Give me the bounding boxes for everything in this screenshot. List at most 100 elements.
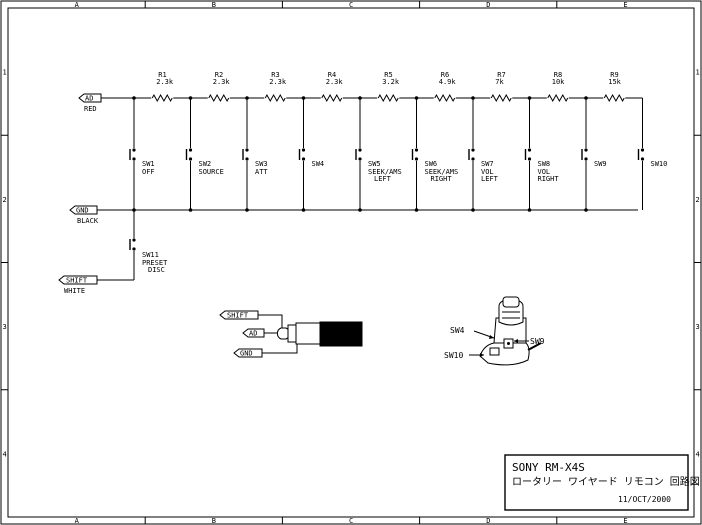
switch-desc: LEFT	[374, 175, 392, 183]
switch-ref: SW1	[142, 160, 155, 168]
sw11-desc-2: DISC	[148, 266, 165, 274]
resistor-ref: R5	[384, 71, 392, 79]
switch-contact-bottom	[188, 157, 193, 161]
switch-ref: SW5	[368, 160, 381, 168]
switch-ref: SW6	[425, 160, 438, 168]
title-date: 11/OCT/2000	[618, 495, 671, 504]
switch-desc: ATT	[255, 168, 268, 176]
resistor-ref: R6	[441, 71, 449, 79]
switch-contact-bottom	[471, 157, 475, 161]
ad-port: AD RED	[78, 93, 134, 113]
switch-contact-bottom	[245, 157, 249, 161]
plug-body	[319, 321, 363, 347]
resistor-r2	[208, 93, 230, 103]
plug-gnd-wire	[262, 342, 298, 354]
resistor-value: 2.3k	[326, 78, 344, 86]
switch-contact-bottom	[640, 157, 645, 161]
resistor-r3	[264, 93, 286, 103]
switch-contact-top	[640, 148, 645, 152]
zone-row-label-left: 4	[3, 450, 7, 458]
remote-sw10-label: SW10	[444, 351, 463, 360]
resistor-value: 2.3k	[156, 78, 174, 86]
stereo-plug: SHIFT AD GND	[219, 310, 363, 358]
sw11-contact-bottom	[132, 247, 136, 251]
switch-desc: LEFT	[481, 175, 499, 183]
zone-row-label-left: 2	[3, 196, 7, 204]
switch-contact-top	[245, 148, 249, 152]
sw11-contact-top	[132, 238, 136, 242]
switch-desc: SEEK/AMS	[425, 168, 459, 176]
switch-contact-top	[584, 148, 588, 152]
zone-col-label-bottom: D	[486, 517, 490, 525]
shift-wire-color: WHITE	[64, 287, 85, 295]
sw11-desc-1: PRESET	[142, 259, 168, 267]
zone-row-label-left: 3	[3, 323, 7, 331]
remote-lever	[527, 342, 542, 351]
switch-contact-top	[132, 148, 136, 152]
switch-contact-top	[358, 148, 362, 152]
switch-sw10: SW10	[637, 98, 667, 210]
remote-sw9-arrowhead	[514, 339, 518, 343]
switch-sw9: SW9	[581, 96, 607, 212]
resistor-r7	[490, 93, 512, 103]
resistor-value: 2.3k	[269, 78, 287, 86]
resistor-ladder: R12.3kR22.3kR32.3kR42.3kR53.2kR64.9kR77k…	[129, 71, 667, 212]
switch-desc: RIGHT	[431, 175, 453, 183]
switch-ref: SW9	[594, 160, 607, 168]
resistor-ref: R7	[497, 71, 505, 79]
switch-ref: SW3	[255, 160, 268, 168]
plug-ad-label: AD	[249, 330, 257, 338]
remote-sw10-arrowhead	[480, 353, 484, 357]
remote-sw10-button	[489, 347, 500, 356]
remote-collar	[498, 307, 524, 326]
switch-contact-bottom	[414, 157, 419, 161]
plug-gnd-label: GND	[240, 350, 253, 358]
zone-col-label-bottom: B	[212, 517, 216, 525]
switch-contact-bottom	[301, 157, 306, 161]
resistor-r9	[603, 93, 625, 103]
switch-desc: RIGHT	[538, 175, 560, 183]
remote-sw9-label: SW9	[530, 337, 545, 346]
title-description: ロータリー ワイヤード リモコン 回路図	[512, 475, 700, 488]
zone-row-label-right: 2	[696, 196, 700, 204]
plug-sleeve	[295, 322, 321, 345]
resistor-value: 10k	[552, 78, 565, 86]
zone-col-label-top: E	[623, 1, 627, 9]
switch-contact-bottom	[358, 157, 362, 161]
shift-port-tag	[58, 275, 98, 285]
remote-top-cap	[502, 296, 520, 308]
switch-desc: SOURCE	[199, 168, 224, 176]
resistor-ref: R2	[215, 71, 223, 79]
zone-col-label-top: D	[486, 1, 490, 9]
switch-desc: VOL	[538, 168, 551, 176]
switch-contact-top	[188, 148, 193, 152]
switch-contact-top	[301, 148, 306, 152]
switch-ref: SW8	[538, 160, 551, 168]
zone-col-label-top: C	[349, 1, 353, 9]
resistor-value: 2.3k	[213, 78, 231, 86]
resistor-value: 15k	[608, 78, 621, 86]
switch-contact-top	[471, 148, 475, 152]
gnd-wire-color: BLACK	[77, 217, 99, 225]
resistor-r1	[151, 93, 173, 103]
zone-row-label-right: 1	[696, 69, 700, 77]
gnd-port-label: GND	[76, 207, 89, 215]
resistor-r5	[377, 93, 399, 103]
ad-port-label: AD	[85, 95, 93, 103]
remote-sw9-dot	[507, 342, 510, 345]
title-block: SONY RM-X4S ロータリー ワイヤード リモコン 回路図 11/OCT/…	[504, 454, 700, 511]
switch-ref: SW2	[199, 160, 212, 168]
title-block-frame	[504, 454, 689, 511]
zone-col-label-top: B	[212, 1, 216, 9]
zone-col-label-bottom: C	[349, 517, 353, 525]
gnd-port: GND BLACK	[69, 205, 638, 225]
resistor-r6	[434, 93, 456, 103]
